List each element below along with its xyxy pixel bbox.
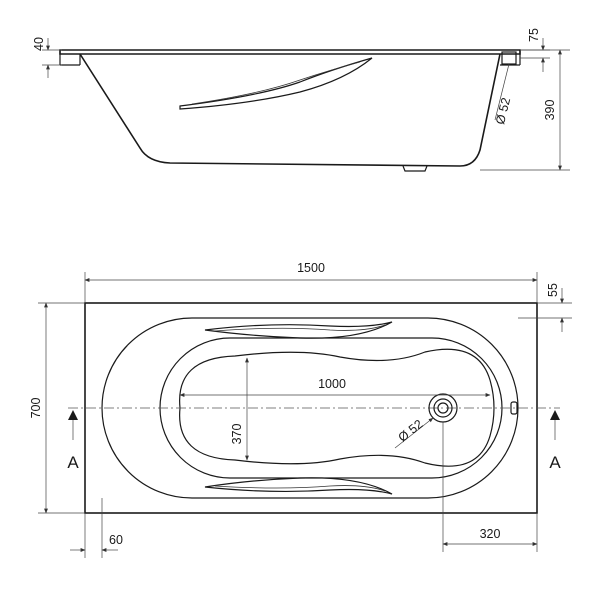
side-view: 40 75 390 Ø 52 — [32, 28, 570, 172]
label-width: 700 — [29, 398, 43, 419]
dim-drain-offset: 320 — [442, 422, 538, 552]
dim-drain-diameter: Ø 52 — [394, 417, 434, 449]
side-rim — [59, 49, 521, 55]
dim-inner-width: 370 — [230, 357, 249, 461]
dim-length: 1500 — [84, 261, 538, 303]
label-edge-offset: 60 — [109, 533, 123, 547]
section-marker-right: A — [549, 410, 561, 472]
side-tub-body — [79, 53, 501, 167]
top-armrest-upper — [204, 321, 393, 339]
top-armrest-lower — [204, 477, 393, 495]
label-side-outlet: Ø 52 — [493, 96, 513, 126]
label-rim-offset: 75 — [527, 28, 541, 42]
label-depth: 390 — [543, 100, 557, 121]
label-drain-diameter: Ø 52 — [396, 417, 426, 445]
dim-inner-length: 1000 — [179, 377, 491, 397]
dim-rim-margin: 55 — [518, 283, 572, 332]
dim-depth: 390 — [480, 49, 570, 171]
overflow-icon — [510, 401, 518, 415]
label-inner-width: 370 — [230, 424, 244, 445]
top-view: 1500 55 700 1000 370 Ø 52 — [29, 261, 572, 558]
dim-width: 700 — [29, 302, 85, 514]
label-rim-margin: 55 — [546, 283, 560, 297]
label-inner-length: 1000 — [318, 377, 346, 391]
section-marker-left: A — [67, 410, 79, 472]
label-drain-offset: 320 — [480, 527, 501, 541]
section-label-right: A — [549, 453, 561, 472]
dim-rim-height: 40 — [32, 37, 62, 78]
label-length: 1500 — [297, 261, 325, 275]
top-inner-bottom — [179, 348, 495, 467]
dim-edge-offset: 60 — [70, 498, 123, 558]
side-backrest-swoosh — [179, 57, 373, 110]
side-outlet: Ø 52 — [493, 51, 517, 126]
section-label-left: A — [67, 453, 79, 472]
label-rim-height: 40 — [32, 37, 46, 51]
